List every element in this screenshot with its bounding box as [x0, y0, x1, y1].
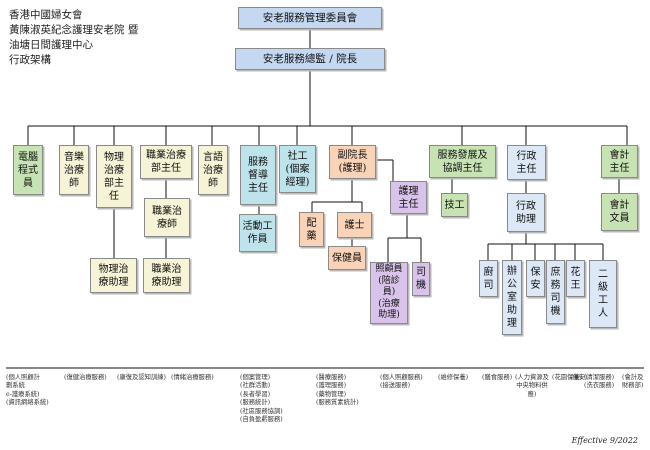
- committee-label: 安老服務管理委員會: [262, 11, 358, 24]
- music-therapist-box: 音樂 治療 師: [59, 145, 89, 195]
- facility-name: 黃陳淑英紀念護理安老院 暨: [9, 24, 139, 36]
- social-worker-box: 社工 (個案 經理): [279, 145, 316, 193]
- footer-note-hr: (人力資源及 中央物料供 應): [515, 374, 549, 398]
- electrician-label: 電腦 程式 員: [18, 151, 38, 189]
- music-therapist-label: 音樂 治療 師: [64, 151, 84, 189]
- domestic-driver-box: 庶 務 司 機: [546, 260, 565, 324]
- accounting-clerk-label: 會計 文員: [609, 200, 630, 224]
- pt-assistant-box: 物理治 療助理: [90, 258, 137, 293]
- office-assistant-label: 辦 公 室 助 理: [507, 266, 517, 329]
- general-worker-box: 二 級 工 人: [589, 260, 617, 328]
- accountant-label: 會計 主任: [609, 149, 630, 174]
- service-supervisor-label: 服務 督導 主任: [248, 156, 268, 194]
- activity-worker-label: 活動工 作員: [242, 221, 273, 245]
- gardener-label: 花 王: [570, 266, 581, 291]
- ot-head-label: 職業治療 部主任: [146, 150, 186, 174]
- footer-note-medical: (醫療服務) (護理服務) (藥物管理) (服務質素統計): [316, 374, 359, 407]
- speech-therapist-label: 言語 治療 師: [203, 151, 223, 189]
- care-worker-label: 照顧員 (陪診員) (治療 助理): [375, 264, 403, 321]
- centre-name: 油塘日間護理中心: [9, 39, 93, 51]
- nursing-head-box: 護理 主任: [390, 181, 427, 214]
- footer-note-accounting: (會計及 財務部): [622, 374, 644, 390]
- pharmacy-label: 配 藥: [306, 217, 317, 242]
- driver-box: 司 機: [412, 262, 430, 296]
- footer-note-it: (個人照顧計 劃系統 e-護療系統) (資訊網絡系統): [6, 374, 49, 407]
- accountant-box: 會計 主任: [601, 145, 638, 178]
- service-supervisor-box: 服務 督導 主任: [240, 145, 276, 205]
- ot-label: 職業治 療師: [152, 205, 182, 230]
- footer-note-maintenance: (維修保養): [438, 374, 469, 381]
- vice-director-box: 副院長 (護理): [329, 145, 376, 179]
- dev-officer-box: 服務發展及 協調主任: [429, 145, 496, 178]
- health-worker-box: 保健員: [328, 246, 366, 270]
- nursing-head-label: 護理 主任: [398, 185, 419, 210]
- vice-director-label: 副院長 (護理): [337, 150, 368, 174]
- admin-assistant-label: 行政 助理: [516, 200, 536, 225]
- ot-assistant-label: 職業治 療助理: [151, 263, 182, 288]
- footer-note-cognitive: (康復及認知訓練): [117, 374, 166, 381]
- admin-officer-box: 行政 主任: [507, 145, 546, 180]
- footer-note-garden: (花園保養): [552, 374, 583, 381]
- electrician-box: 電腦 程式 員: [13, 145, 43, 195]
- org-name: 香港中國婦女會: [9, 9, 83, 21]
- gardener-box: 花 王: [566, 260, 585, 297]
- director-label: 安老服務總監 / 院長: [262, 52, 358, 65]
- cook-label: 廚 司: [483, 266, 494, 291]
- domestic-driver-label: 庶 務 司 機: [550, 267, 561, 317]
- footer-note-catering: (膳食服務): [482, 374, 513, 381]
- pt-head-label: 物理 治療 部主 任: [104, 151, 124, 202]
- footer-note-rehab: (復健治療服務): [64, 374, 107, 381]
- admin-officer-label: 行政 主任: [516, 150, 537, 175]
- security-label: 保 安: [530, 266, 541, 291]
- pt-assistant-label: 物理治 療助理: [98, 263, 129, 288]
- admin-assistant-box: 行政 助理: [507, 193, 545, 232]
- ot-box: 職業治 療師: [144, 198, 190, 237]
- footer-note-case: (個案管理) (社群活動) (長者學習) (服務統計) (社區服務協調) (自負…: [240, 374, 283, 424]
- office-assistant-box: 辦 公 室 助 理: [502, 260, 522, 335]
- ot-assistant-box: 職業治 療助理: [143, 258, 190, 293]
- footer-note-care: (個人照顧服務) (接送服務): [380, 374, 423, 390]
- footer-note-emotion: (情緒治療服務): [171, 374, 214, 381]
- pt-head-box: 物理 治療 部主 任: [96, 145, 132, 208]
- general-worker-label: 二 級 工 人: [598, 269, 608, 319]
- speech-therapist-box: 言語 治療 師: [198, 145, 228, 195]
- effective-date: Effective 9/2022: [571, 436, 638, 445]
- director-box: 安老服務總監 / 院長: [235, 48, 385, 70]
- care-worker-box: 照顧員 (陪診員) (治療 助理): [370, 262, 408, 324]
- security-box: 保 安: [526, 260, 545, 297]
- committee-box: 安老服務管理委員會: [238, 7, 382, 29]
- org-title-block: 香港中國婦女會 黃陳淑英紀念護理安老院 暨 油塘日間護理中心 行政架構: [9, 8, 138, 68]
- footer-note-cleaning: (清潔服務) (洗衣服務): [584, 374, 615, 390]
- health-worker-label: 保健員: [332, 252, 362, 264]
- technician-box: 技工: [441, 193, 468, 217]
- chart-title: 行政架構: [9, 54, 51, 66]
- social-worker-label: 社工 (個案 經理): [285, 150, 310, 188]
- dev-officer-label: 服務發展及 協調主任: [437, 149, 488, 174]
- nurse-box: 護士: [337, 212, 372, 238]
- nurse-label: 護士: [344, 219, 365, 231]
- activity-worker-box: 活動工 作員: [239, 214, 276, 252]
- ot-head-box: 職業治療 部主任: [140, 145, 192, 179]
- technician-label: 技工: [444, 199, 465, 211]
- accounting-clerk-box: 會計 文員: [601, 193, 638, 231]
- footer-note-security: (保安): [570, 374, 588, 381]
- cook-box: 廚 司: [479, 260, 498, 297]
- driver-label: 司 機: [416, 267, 426, 291]
- pharmacy-box: 配 藥: [299, 212, 324, 247]
